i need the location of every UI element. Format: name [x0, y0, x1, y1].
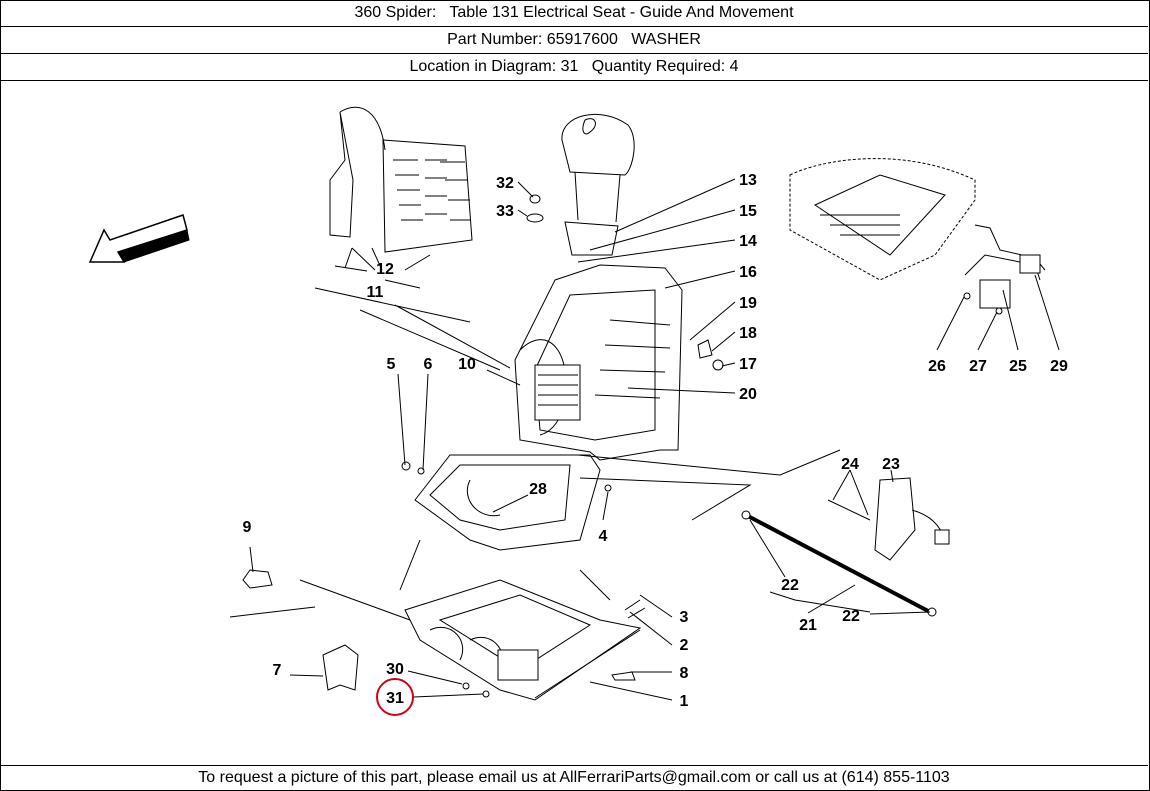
callout-33: 33 [496, 203, 514, 220]
parts-diagram: 1 2 3 4 5 6 7 8 9 10 11 12 13 14 15 16 1… [88, 106, 1068, 716]
page-title: 360 Spider: Table 131 Electrical Seat - … [0, 0, 1148, 27]
callout-12: 12 [376, 261, 394, 278]
callout-14: 14 [739, 233, 757, 250]
callout-3: 3 [680, 609, 689, 626]
callout-21: 21 [799, 617, 817, 634]
seat-back-frame [514, 264, 683, 461]
callout-7: 7 [273, 662, 282, 679]
callout-4: 4 [599, 528, 608, 545]
callout-30: 30 [386, 661, 404, 678]
callout-16: 16 [739, 264, 757, 281]
callout-1: 1 [680, 693, 689, 710]
drive-shaft [741, 510, 937, 617]
control-module-harness [964, 224, 1046, 309]
callout-25: 25 [1009, 358, 1027, 375]
callout-9: 9 [243, 519, 252, 536]
callout-5: 5 [387, 356, 396, 373]
callout-labels: 1 2 3 4 5 6 7 8 9 10 11 12 13 14 15 16 1… [243, 172, 1068, 710]
callout-13: 13 [739, 172, 757, 189]
callout-23: 23 [882, 456, 900, 473]
seat-guide-rails [404, 579, 642, 701]
callout-2: 2 [680, 637, 689, 654]
callout-29: 29 [1050, 358, 1068, 375]
part-number: Part Number: 65917600 WASHER [0, 27, 1148, 54]
callout-32: 32 [496, 175, 514, 192]
motor-assembly [827, 477, 950, 561]
callout-15: 15 [739, 203, 757, 220]
highlight-circle [376, 678, 414, 716]
callout-18: 18 [739, 325, 757, 342]
callout-27: 27 [969, 358, 987, 375]
leader-lines [229, 178, 1060, 701]
callout-19: 19 [739, 295, 757, 312]
callout-11: 11 [367, 284, 384, 301]
callout-10: 10 [458, 356, 476, 373]
callout-20: 20 [739, 386, 757, 403]
callout-26: 26 [928, 358, 946, 375]
contact-footer: To request a picture of this part, pleas… [0, 765, 1148, 790]
callout-22-left: 22 [781, 577, 799, 594]
callout-8: 8 [680, 665, 689, 682]
seat-cushion-pad [789, 158, 976, 281]
callout-17: 17 [739, 356, 757, 373]
callout-28: 28 [529, 481, 547, 498]
diagram-location: Location in Diagram: 31 Quantity Require… [0, 54, 1148, 81]
seat-back-heater-pad [329, 106, 473, 253]
callout-22-right: 22 [842, 608, 860, 625]
callout-6: 6 [424, 356, 433, 373]
seat-cushion-frame [414, 454, 601, 551]
callout-31: 31 [386, 690, 404, 707]
small-parts [242, 194, 1003, 698]
headrest [561, 113, 635, 256]
direction-arrow [88, 214, 190, 263]
callout-24: 24 [841, 456, 859, 473]
